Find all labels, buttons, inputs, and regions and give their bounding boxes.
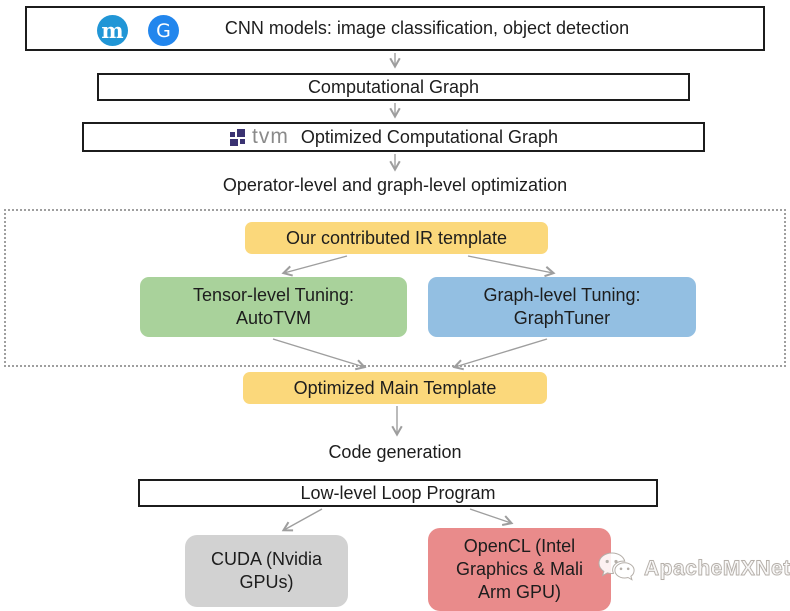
opencl-backend-box: OpenCL (Intel Graphics & Mali Arm GPU): [428, 528, 611, 611]
operator-optimization-label: Operator-level and graph-level optimizat…: [0, 173, 790, 197]
code-generation-text: Code generation: [328, 441, 462, 462]
tensor-tuning-box: Tensor-level Tuning: AutoTVM: [140, 277, 407, 337]
cuda-backend-box: CUDA (Nvidia GPUs): [185, 535, 348, 607]
optimized-main-template-box: Optimized Main Template: [243, 372, 547, 404]
tvm-logo-wordmark: tvm: [252, 125, 289, 148]
computational-graph-box: Computational Graph: [97, 73, 690, 101]
contribution-dashed-region: [4, 209, 786, 367]
gluon-logo-icon: G: [148, 15, 179, 46]
arrow-loop-to-cuda: [281, 508, 323, 532]
tvm-logo: tvm: [229, 125, 289, 149]
cnn-models-label: CNN models: image classification, object…: [224, 18, 630, 38]
computational-graph-label: Computational Graph: [307, 76, 480, 97]
opencl-backend-label: OpenCL (Intel Graphics & Mali Arm GPU): [455, 535, 584, 603]
watermark-label: ApacheMXNet: [644, 557, 790, 581]
ir-template-box: Our contributed IR template: [245, 222, 548, 254]
graph-tuning-box: Graph-level Tuning: GraphTuner: [428, 277, 696, 337]
optimized-graph-label: Optimized Computational Graph: [300, 126, 558, 147]
mxnet-logo-icon: m: [97, 15, 128, 46]
apache-mxnet-watermark: ApacheMXNet: [597, 551, 790, 587]
operator-optimization-text: Operator-level and graph-level optimizat…: [222, 174, 568, 195]
arrow-loop-to-opencl: [469, 508, 514, 526]
low-level-loop-box: Low-level Loop Program: [138, 479, 658, 507]
cnn-models-box: m G CNN models: image classification, ob…: [25, 6, 765, 51]
tensor-tuning-label: Tensor-level Tuning: AutoTVM: [192, 284, 355, 328]
low-level-loop-label: Low-level Loop Program: [300, 482, 496, 503]
tvm-logo-icon: [230, 128, 246, 146]
graph-tuning-label: Graph-level Tuning: GraphTuner: [483, 284, 641, 328]
cuda-backend-label: CUDA (Nvidia GPUs): [210, 548, 323, 592]
wechat-icon: [598, 552, 635, 581]
optimized-graph-box: tvm Optimized Computational Graph: [82, 122, 705, 152]
code-generation-label: Code generation: [0, 440, 790, 464]
optimized-main-template-label: Optimized Main Template: [293, 377, 497, 398]
ir-template-label: Our contributed IR template: [285, 227, 508, 248]
